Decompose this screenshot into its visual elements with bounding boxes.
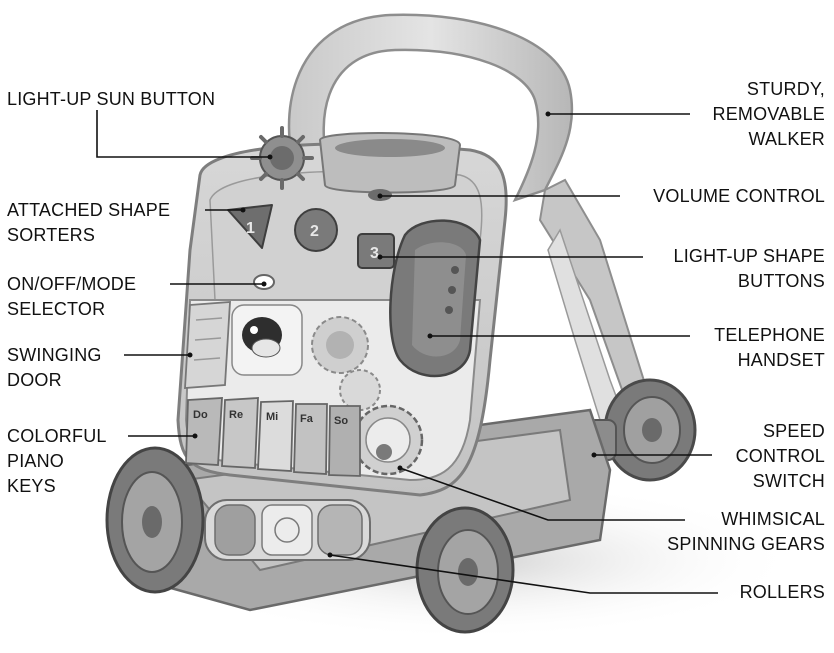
piano-note-fa: Fa [300, 413, 314, 425]
label-swinging-door: SWINGING DOOR [7, 345, 102, 390]
sun-button [250, 126, 314, 190]
label-sun-button: LIGHT-UP SUN BUTTON [7, 89, 216, 109]
piano-key-mi: Mi [257, 400, 294, 472]
piano-note-re: Re [229, 409, 243, 421]
front-right-wheel [415, 506, 515, 634]
panel-gear-large [311, 316, 369, 374]
label-rollers: ROLLERS [739, 582, 825, 602]
character-window [231, 304, 303, 376]
piano-key-so: So [328, 405, 361, 477]
label-gears: WHIMSICAL SPINNING GEARS [667, 509, 825, 554]
label-volume: VOLUME CONTROL [653, 186, 825, 206]
label-shape-sorters: ATTACHED SHAPE SORTERS [7, 200, 171, 245]
volume-knob [368, 189, 392, 201]
piano-note-so: So [334, 415, 348, 427]
shape-sorter-3: 3 [357, 233, 395, 269]
piano-note-do: Do [193, 409, 208, 421]
mode-selector [253, 274, 275, 290]
telephone-handset [389, 219, 482, 378]
piano-keys: Do Re Mi Fa So [185, 397, 361, 477]
label-speed-switch: SPEED CONTROL SWITCH [735, 421, 825, 491]
label-mode-selector: ON/OFF/MODE SELECTOR [7, 274, 137, 319]
top-console [318, 132, 462, 201]
piano-key-do: Do [185, 397, 223, 466]
shape-number-1: 1 [246, 220, 255, 237]
spinning-gear-dial [352, 404, 424, 476]
shape-number-3: 3 [370, 245, 379, 262]
shape-number-2: 2 [310, 223, 319, 240]
label-piano-keys: COLORFUL PIANO KEYS [7, 426, 107, 496]
rollers [204, 499, 371, 561]
swinging-door [184, 301, 231, 389]
piano-key-fa: Fa [293, 403, 328, 475]
label-shape-buttons: LIGHT-UP SHAPE BUTTONS [673, 246, 825, 291]
shape-sorter-1: 1 [227, 204, 273, 249]
piano-key-re: Re [221, 397, 259, 469]
label-walker: STURDY, REMOVABLE WALKER [712, 79, 825, 149]
panel-gear-small [339, 369, 381, 411]
piano-note-mi: Mi [266, 411, 278, 423]
front-left-wheel [105, 446, 205, 594]
shape-sorter-2: 2 [294, 208, 338, 252]
label-handset: TELEPHONE HANDSET [714, 325, 825, 370]
